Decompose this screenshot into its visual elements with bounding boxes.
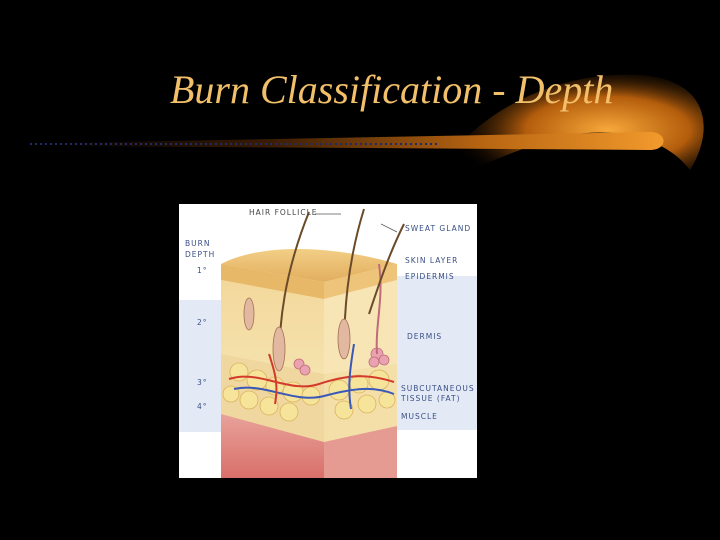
burn-degree-1: 1° xyxy=(197,266,208,275)
label-hair-follicle: HAIR FOLLICLE xyxy=(249,208,318,217)
label-muscle: MUSCLE xyxy=(401,412,438,421)
label-burn-depth-line2: DEPTH xyxy=(185,250,216,259)
label-skin-layer: SKIN LAYER xyxy=(405,256,459,265)
skin-cross-section-illustration xyxy=(179,208,477,478)
label-subcutaneous-line1: SUBCUTANEOUS xyxy=(401,384,475,393)
slide-title: Burn Classification - Depth xyxy=(170,67,614,112)
burn-degree-2: 2° xyxy=(197,318,208,327)
label-sweat-gland: SWEAT GLAND xyxy=(405,224,472,233)
label-subcutaneous-line2: TISSUE (FAT) xyxy=(401,394,461,403)
skin-cross-section-figure: HAIR FOLLICLE SWEAT GLAND BURN DEPTH SKI… xyxy=(179,204,477,478)
burn-degree-3: 3° xyxy=(197,378,208,387)
label-epidermis: EPIDERMIS xyxy=(405,272,455,281)
label-dermis: DERMIS xyxy=(407,332,443,341)
burn-degree-4: 4° xyxy=(197,402,208,411)
label-burn-depth-line1: BURN xyxy=(185,239,211,248)
